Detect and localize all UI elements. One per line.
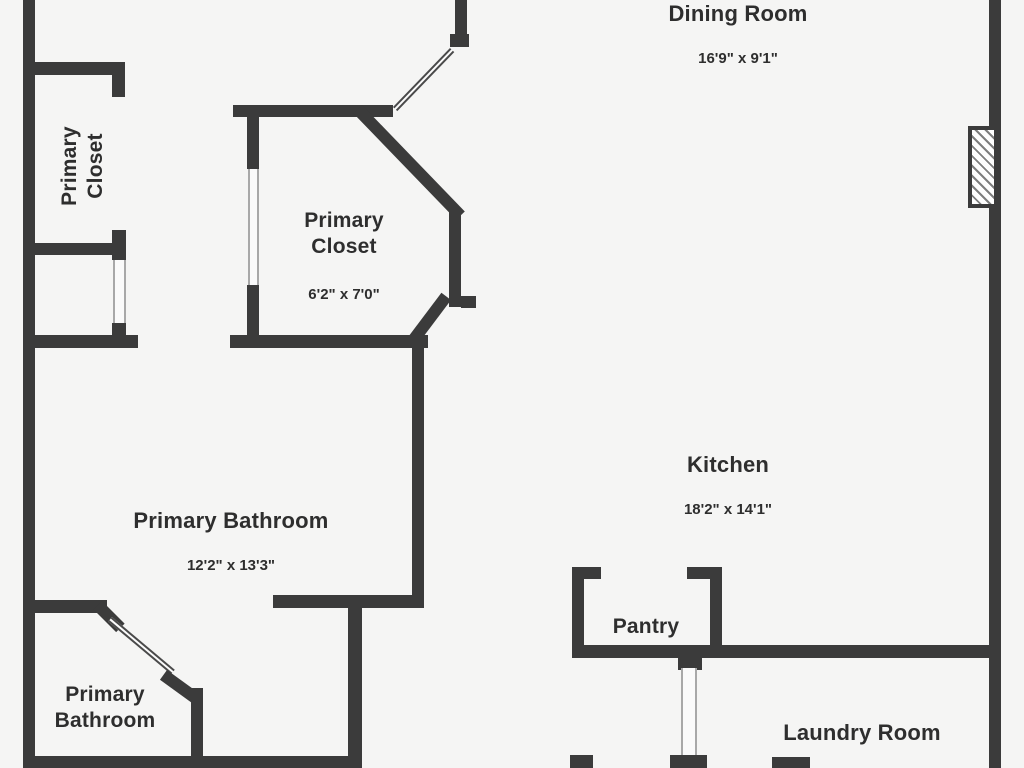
room-name: Dining Room — [668, 1, 808, 26]
room-label-dining-room: Dining Room 16'9" x 9'1" — [618, 0, 858, 86]
wall-closet2-top — [233, 105, 393, 117]
wall-pantry-right — [710, 567, 722, 656]
wall-exterior-right — [989, 0, 1001, 768]
room-name: Kitchen — [686, 452, 770, 477]
door-opening-closet2 — [248, 169, 259, 285]
room-label-primary-bathroom-wc: Primary Bathroom — [25, 664, 185, 752]
wall-closet-left-mid — [23, 243, 116, 255]
room-name: Primary Bathroom — [133, 508, 329, 533]
room-dims: 18'2" x 14'1" — [683, 501, 773, 518]
wall-bottom-stub-a — [570, 755, 593, 768]
door-opening-laundry — [681, 668, 697, 756]
room-label-laundry-room: Laundry Room 9'6" x 6'1" — [742, 702, 982, 768]
room-dims: 16'9" x 9'1" — [698, 50, 778, 67]
wall-closet2-right-stub — [461, 296, 476, 308]
wall-closet2-left-lower — [247, 285, 259, 347]
wall-wc-top — [35, 600, 107, 613]
room-name: Primary Closet — [58, 126, 107, 206]
wall-closet2-left-upper — [247, 117, 259, 169]
wall-closet-left-top — [23, 62, 116, 75]
door-opening-closet-left — [113, 260, 126, 323]
wall-laundry-door-top-cap — [678, 656, 702, 670]
wall-bathroom-right — [412, 347, 424, 608]
wall-dining-divider-cap — [450, 34, 469, 47]
room-label-primary-closet: Primary Closet 6'2" x 7'0" — [244, 190, 444, 322]
room-label-primary-bathroom: Primary Bathroom 12'2" x 13'3" — [111, 490, 351, 593]
room-label-pantry: Pantry — [586, 596, 706, 658]
wall-closet-left-bot-stub — [112, 323, 126, 335]
wall-dining-divider — [455, 0, 467, 36]
wall-closet2-right — [449, 208, 461, 307]
window-symbol — [968, 126, 998, 208]
wall-bottom — [23, 756, 361, 768]
wall-wc-right — [191, 688, 203, 758]
wall-exterior-left — [23, 0, 35, 768]
wall-pantry-left — [572, 567, 584, 655]
wall-hall-lower-vertical — [348, 606, 362, 768]
wall-bottom-stub-b — [772, 757, 810, 768]
room-name: Primary Bathroom — [54, 683, 156, 732]
wall-kitchen-laundry — [572, 645, 989, 658]
room-name: Pantry — [612, 615, 680, 638]
door-leaf-hall — [393, 48, 455, 112]
room-dims: 12'2" x 13'3" — [186, 557, 276, 574]
room-label-primary-closet-left: Primary Closet — [39, 106, 107, 226]
wall-laundry-door-bottom-cap — [670, 755, 707, 768]
wall-closet2-bottom — [230, 335, 428, 348]
wall-bathroom-bottom-right — [273, 595, 424, 608]
room-label-kitchen: Kitchen 18'2" x 14'1" — [628, 434, 828, 537]
room-name: Primary Closet — [304, 209, 384, 258]
wall-pantry-top-left-stub — [572, 567, 601, 579]
wall-closet-left-bot — [23, 335, 138, 348]
room-dims: 6'2" x 7'0" — [308, 286, 380, 303]
wall-closet-left-mid-stub — [112, 230, 126, 260]
wall-closet-left-top-stub — [112, 62, 125, 97]
room-name: Laundry Room — [783, 720, 941, 745]
